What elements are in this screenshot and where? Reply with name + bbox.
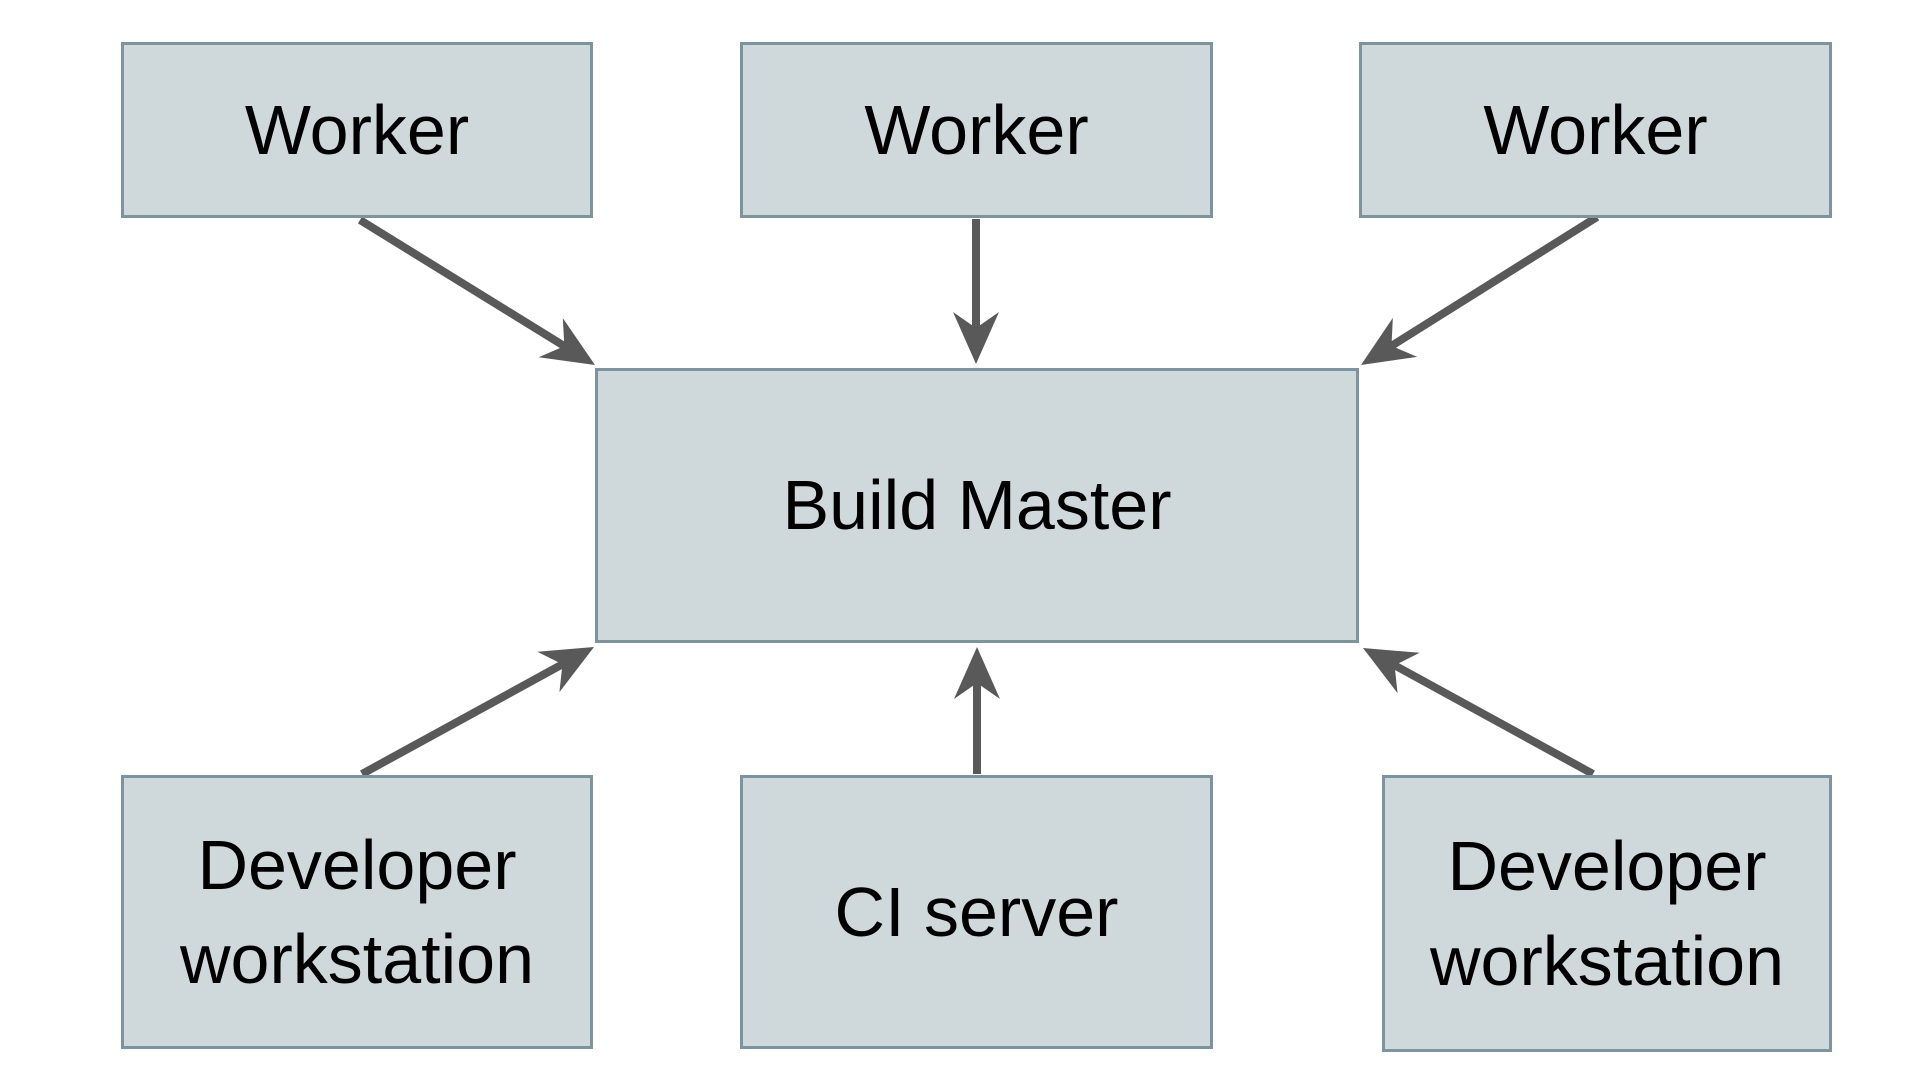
ci-server-to-build-master-arrowhead (954, 647, 1000, 699)
developer-workstation-left-to-build-master-arrow-shaft (360, 660, 565, 778)
build-master-box: Build Master (595, 368, 1359, 643)
worker-3-label: Worker (1483, 90, 1708, 169)
worker-3-to-build-master-arrow-shaft (1389, 213, 1600, 350)
worker-2-to-build-master-arrow (953, 219, 999, 364)
ci-server-to-build-master-arrow (954, 647, 1000, 774)
ci-server-label: CI server (834, 872, 1119, 951)
worker-1-label: Worker (244, 90, 470, 169)
worker-1-to-build-master-arrow-shaft (357, 216, 567, 350)
build-master-label: Build Master (782, 466, 1172, 545)
developer-workstation-left-to-build-master-arrow (360, 647, 594, 778)
developer-workstation-left-label: Developer workstation (179, 825, 535, 999)
worker-2-label: Worker (864, 90, 1089, 169)
developer-workstation-right-label: Developer workstation (1429, 827, 1785, 1000)
worker-1-box: Worker (121, 42, 593, 218)
developer-workstation-right-to-build-master-arrowhead (1363, 648, 1420, 694)
worker-1-to-build-master-arrowhead (538, 318, 595, 365)
worker-3-to-build-master-arrow (1361, 213, 1600, 365)
worker-3-to-build-master-arrowhead (1361, 317, 1418, 365)
developer-workstation-right-to-build-master-arrow (1363, 648, 1595, 778)
developer-workstation-right-box: Developer workstation (1382, 775, 1832, 1052)
worker-1-to-build-master-arrow (357, 216, 595, 365)
developer-workstation-left-to-build-master-arrowhead (537, 647, 594, 693)
developer-workstation-left-box: Developer workstation (121, 775, 593, 1049)
worker-3-box: Worker (1359, 42, 1832, 218)
ci-server-box: CI server (740, 775, 1213, 1049)
developer-workstation-right-to-build-master-arrow-shaft (1392, 661, 1595, 778)
worker-2-to-build-master-arrowhead (953, 312, 999, 364)
worker-2-box: Worker (740, 42, 1213, 218)
